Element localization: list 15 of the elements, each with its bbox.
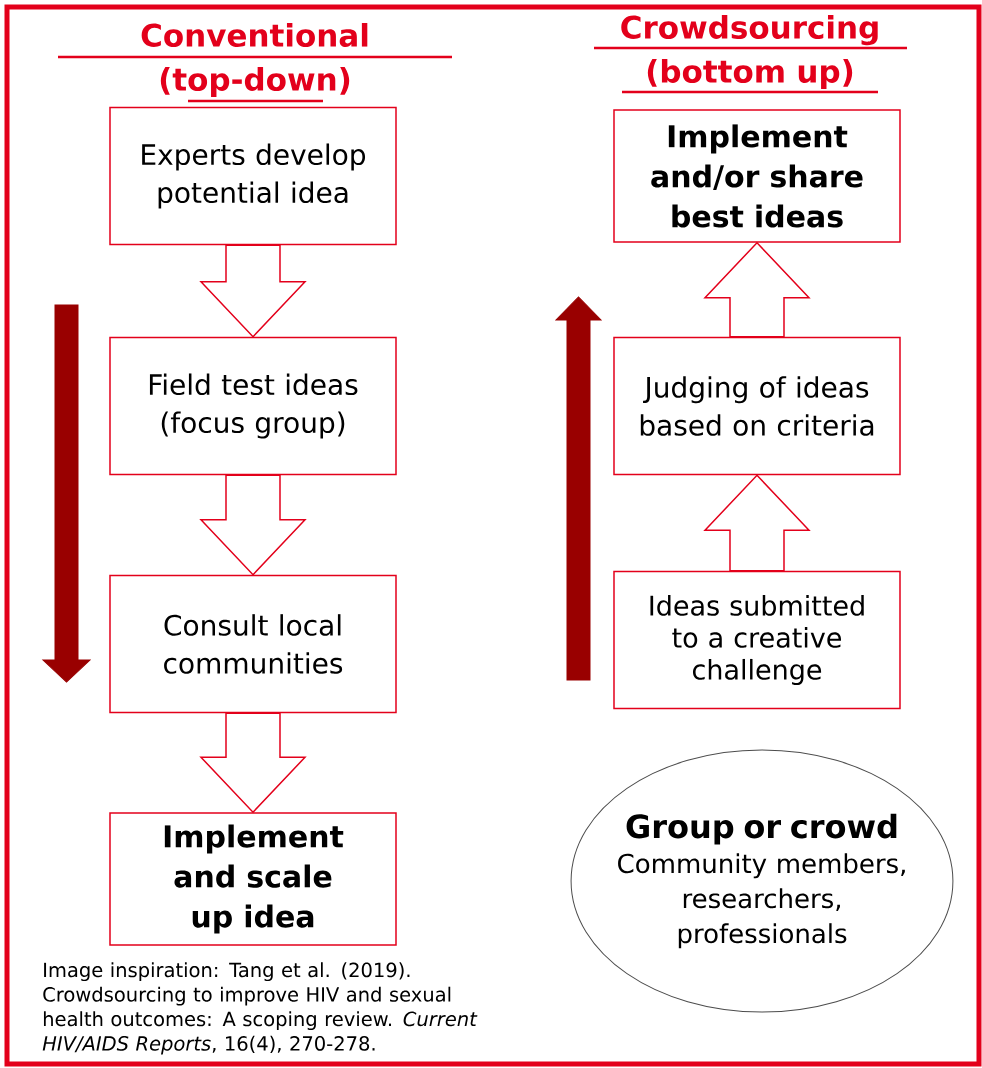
process-box: Field test ideas (focus group) [109,336,397,476]
block-arrow [703,241,811,338]
heading: Conventional (top-down) [58,23,452,103]
process-box: Consult local communities [109,574,397,714]
process-box: Implement and/or share best ideas [613,109,901,243]
process-box: Experts develop potential idea [109,106,397,246]
caption: Image inspiration: Tang et al. (2019). Crowdsourcing to improve HIV and sexual health outcomes: A scoping review. Current HIV/AIDS Reports, 16(4), 270-278. [42,962,478,1055]
heading: Crowdsourcing (bottom up) [594,15,907,94]
block-arrow [199,244,307,338]
block-arrow [199,712,307,814]
process-box: Ideas submitted to a creative challenge [613,570,901,710]
block-arrow [703,474,811,572]
block-arrow [199,474,307,576]
process-box: Implement and scale up idea [109,812,397,946]
process-box: Judging of ideas based on criteria [613,336,901,476]
